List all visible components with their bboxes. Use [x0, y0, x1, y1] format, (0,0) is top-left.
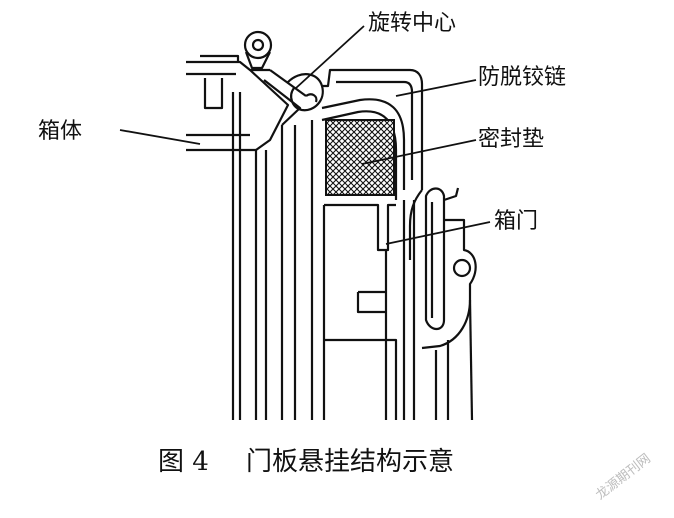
leader-rotation-center: [295, 25, 365, 89]
label-cabinet-body: 箱体: [38, 119, 82, 144]
cabinet-body-frame: [186, 54, 307, 420]
leader-seal-gasket: [361, 139, 477, 165]
watermark: 龙源期刊网: [593, 451, 653, 503]
label-cabinet-door: 箱门: [494, 209, 538, 234]
caption-number: 图 4: [158, 447, 209, 477]
figure-caption: 图 4 门板悬挂结构示意: [158, 447, 454, 477]
label-anti-drop-hinge: 防脱铰链: [478, 65, 566, 90]
leader-cabinet-door: [385, 221, 491, 245]
door-panel: [310, 120, 477, 421]
hinge-eye: [243, 30, 273, 60]
seal-gasket: [325, 119, 395, 196]
leader-anti-drop-hinge: [395, 79, 477, 97]
label-rotation-center: 旋转中心: [368, 11, 456, 36]
leader-cabinet-body: [119, 129, 201, 145]
leader-lines: [119, 25, 491, 245]
door-latch: [424, 187, 446, 331]
pivot-knob: [287, 73, 324, 112]
caption-title: 门板悬挂结构示意: [246, 447, 454, 477]
label-seal-gasket: 密封垫: [478, 127, 544, 152]
hinge-eye-hole: [251, 38, 265, 52]
